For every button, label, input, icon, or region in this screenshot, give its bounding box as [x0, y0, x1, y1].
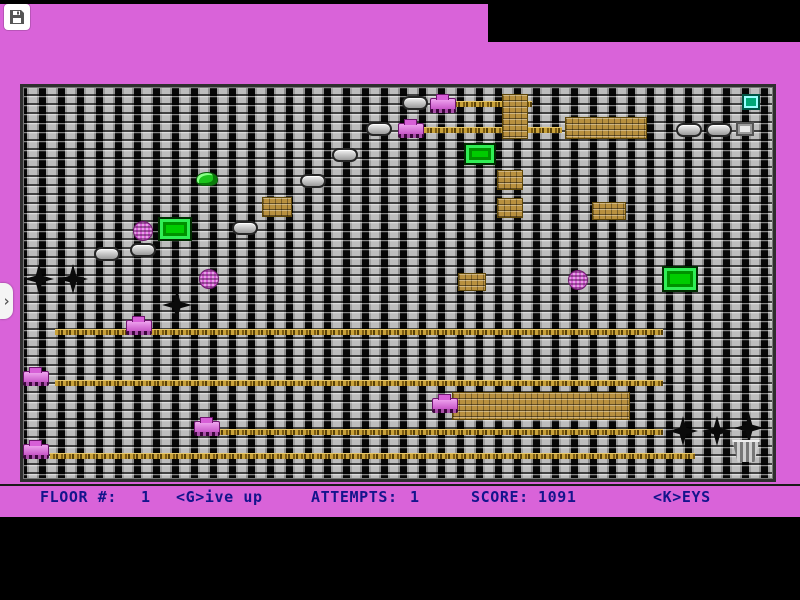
score-value: 1091 [538, 488, 577, 506]
goldpatch-sprite [262, 197, 292, 217]
status-divider [0, 484, 800, 486]
capsule-sprite [366, 122, 392, 136]
capsule-sprite [402, 96, 428, 110]
caltrop-sprite [58, 264, 88, 294]
goldpatch-sprite [458, 273, 486, 291]
capsule-sprite [232, 221, 258, 235]
playfield[interactable] [20, 84, 776, 482]
tank-sprite [194, 417, 220, 436]
letterbox-top-right [488, 0, 800, 42]
capsule-sprite [676, 123, 702, 137]
letterbox-bottom [0, 517, 800, 600]
tank-sprite [23, 367, 49, 386]
floor-label: FLOOR #: [40, 488, 118, 506]
rope-sprite [452, 101, 532, 107]
attempts-label: ATTEMPTS: [311, 488, 398, 506]
rope-sprite [50, 453, 695, 459]
tank-sprite [398, 119, 424, 138]
caltrop-sprite [702, 416, 732, 446]
rope-sprite [215, 429, 663, 435]
goldpatch-sprite [452, 392, 630, 420]
tank-sprite [430, 94, 456, 113]
capsule-sprite [706, 123, 732, 137]
rope-sprite [55, 329, 663, 335]
chevron-right-icon: › [1, 292, 12, 310]
caltrop-sprite [668, 416, 698, 446]
green-sprite [662, 266, 698, 292]
goldpatch-sprite [502, 94, 528, 139]
caltrop-sprite [162, 290, 192, 320]
capsule-sprite [94, 247, 120, 261]
letterbox-top [0, 0, 800, 4]
capsule-sprite [332, 148, 358, 162]
tank-sprite [23, 440, 49, 459]
give-up-hint: <G>ive up [176, 488, 263, 506]
goldpatch-sprite [565, 117, 647, 139]
ball-sprite [568, 270, 588, 290]
bin-sprite [732, 440, 760, 462]
green-sprite [158, 217, 192, 241]
ball-sprite [133, 221, 153, 241]
rope-sprite [55, 380, 663, 386]
capsule-sprite [130, 243, 156, 257]
terminal-sprite [742, 94, 760, 110]
ball-sprite [199, 269, 219, 289]
save-button[interactable] [4, 4, 30, 30]
capsule-sprite [300, 174, 326, 188]
goldpatch-sprite [497, 170, 523, 190]
monitor-sprite [736, 122, 754, 136]
goldpatch-sprite [497, 198, 523, 218]
caltrop-sprite [734, 413, 764, 443]
bug-sprite [196, 172, 218, 186]
green-sprite [464, 143, 496, 165]
floor-value: 1 [141, 488, 151, 506]
status-bar: FLOOR #: 1 <G>ive up ATTEMPTS: 1 SCORE: … [0, 488, 800, 506]
caltrop-sprite [24, 264, 54, 294]
rope-sprite [424, 127, 562, 133]
save-icon [9, 9, 25, 25]
goldpatch-sprite [592, 202, 626, 220]
tank-sprite [126, 316, 152, 335]
attempts-value: 1 [410, 488, 420, 506]
tank-sprite [432, 394, 458, 413]
side-panel-tab[interactable]: › [0, 283, 13, 319]
keys-hint: <K>EYS [653, 488, 711, 506]
score-label: SCORE: [471, 488, 529, 506]
